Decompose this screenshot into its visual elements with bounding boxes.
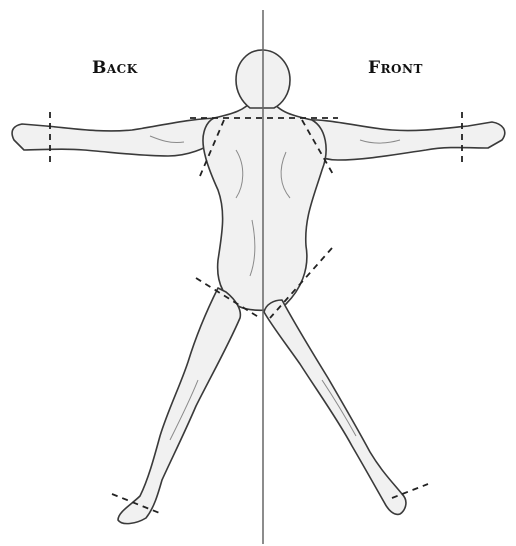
left-arm [12,118,222,156]
right-arm [298,120,505,160]
left-leg [118,288,240,524]
human-figure [12,50,505,524]
right-leg [264,300,406,514]
